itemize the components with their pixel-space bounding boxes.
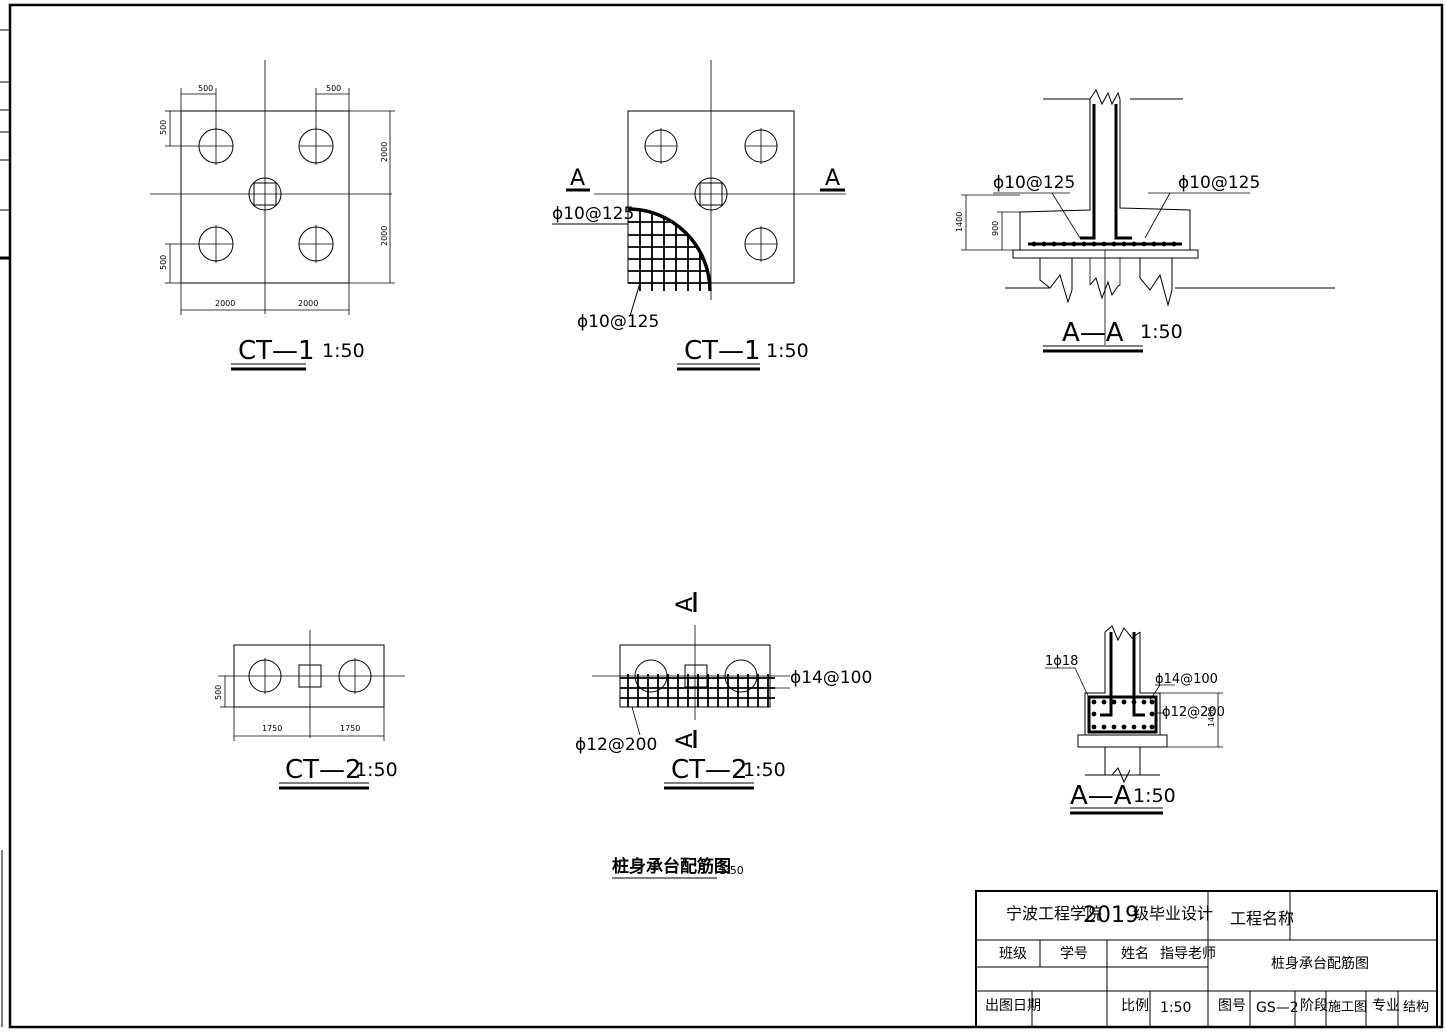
project-name-label: 工程名称	[1230, 909, 1294, 928]
scale-value: 1:50	[1160, 1000, 1191, 1016]
dim-500: 500	[326, 84, 341, 93]
ct2-rebar-view: A A ϕ14@100 ϕ12@200 CT—2 1:50	[575, 592, 872, 790]
name-label: 姓名	[1121, 946, 1149, 962]
main-drawing-title: 桩身承台配筋图 1:50	[612, 856, 744, 879]
drawing-no-label: 图号	[1218, 998, 1246, 1014]
ct1-plan-view: 500 500 500 500 2000 2000 2000 2000 CT—1…	[150, 60, 395, 371]
dim-1750: 1750	[262, 724, 282, 733]
dim-500: 500	[198, 84, 213, 93]
aa-section-scale: 1:50	[1140, 321, 1183, 343]
dim-2000: 2000	[298, 299, 318, 308]
scale-label: 比例	[1121, 998, 1149, 1014]
sheet-frame	[0, 3, 1444, 1029]
date-label: 出图日期	[985, 998, 1041, 1014]
dim-500: 500	[159, 255, 168, 270]
design-type: 级毕业设计	[1133, 904, 1213, 923]
stage-label: 阶段	[1300, 998, 1328, 1014]
aa-section-view-2: 1ϕ18 ϕ14@100 ϕ12@200 1400 A—A 1:50	[1045, 625, 1225, 815]
design-year: 2019	[1083, 903, 1139, 928]
ct1-rebar-scale: 1:50	[766, 340, 809, 362]
section-mark-a: A	[570, 166, 585, 191]
rebar-label: ϕ10@125	[1178, 173, 1260, 193]
aa-section-scale: 1:50	[1133, 785, 1176, 807]
class-label: 班级	[999, 946, 1027, 962]
ct1-plan-title: CT—1	[238, 336, 315, 366]
stage-value: 施工图	[1328, 1000, 1367, 1015]
discipline-label: 专业	[1372, 998, 1400, 1014]
dim-1400: 1400	[955, 212, 964, 232]
rebar-label: ϕ10@125	[552, 204, 634, 224]
rebar-label: ϕ10@125	[577, 312, 659, 332]
ct2-plan-scale: 1:50	[355, 759, 398, 781]
dim-1750: 1750	[340, 724, 360, 733]
ct2-rebar-scale: 1:50	[743, 759, 786, 781]
rebar-label: ϕ10@125	[993, 173, 1075, 193]
rebar-label: ϕ14@100	[790, 668, 872, 688]
section-mark-a: A	[673, 597, 698, 612]
dim-2000: 2000	[215, 299, 235, 308]
ct2-plan-title: CT—2	[285, 755, 362, 785]
drawing-no-value: GS—2	[1256, 1000, 1299, 1016]
title-block: 宁波工程学院 2019 级毕业设计 工程名称 班级 学号 姓名 指导老师 桩身承…	[975, 890, 1438, 1028]
section-mark-a: A	[673, 733, 698, 748]
aa-section-title: A—A	[1070, 781, 1132, 811]
main-title-scale: 1:50	[719, 864, 744, 877]
ct1-rebar-title: CT—1	[684, 336, 761, 366]
dim-1400: 1400	[1207, 707, 1216, 727]
rebar-label: ϕ14@100	[1155, 672, 1218, 687]
ct1-rebar-view: A A ϕ10@125 ϕ10@125 CT—1 1:50	[552, 60, 846, 371]
dim-500: 500	[159, 120, 168, 135]
dim-500: 500	[214, 685, 223, 700]
dim-900: 900	[991, 221, 1000, 236]
ct2-rebar-title: CT—2	[671, 755, 748, 785]
rebar-label: ϕ12@200	[575, 735, 657, 755]
dim-2000: 2000	[380, 226, 389, 246]
aa-section-view-1: ϕ10@125 ϕ10@125 1400 900 A—A 1:50	[955, 88, 1335, 353]
student-id-label: 学号	[1060, 946, 1088, 962]
rebar-label: ϕ12@200	[1162, 705, 1225, 720]
drawing-name: 桩身承台配筋图	[1271, 955, 1369, 972]
dim-2000: 2000	[380, 142, 389, 162]
main-title: 桩身承台配筋图	[612, 856, 731, 877]
rebar-label: 1ϕ18	[1045, 654, 1078, 669]
advisor-label: 指导老师	[1160, 946, 1216, 962]
school-name: 宁波工程学院	[1006, 904, 1102, 923]
ct1-plan-scale: 1:50	[322, 340, 365, 362]
section-mark-a: A	[825, 166, 840, 191]
discipline-value: 结构	[1403, 1000, 1429, 1015]
aa-section-title: A—A	[1062, 318, 1124, 348]
ct2-plan-view: 500 1750 1750 CT—2 1:50	[214, 630, 405, 790]
